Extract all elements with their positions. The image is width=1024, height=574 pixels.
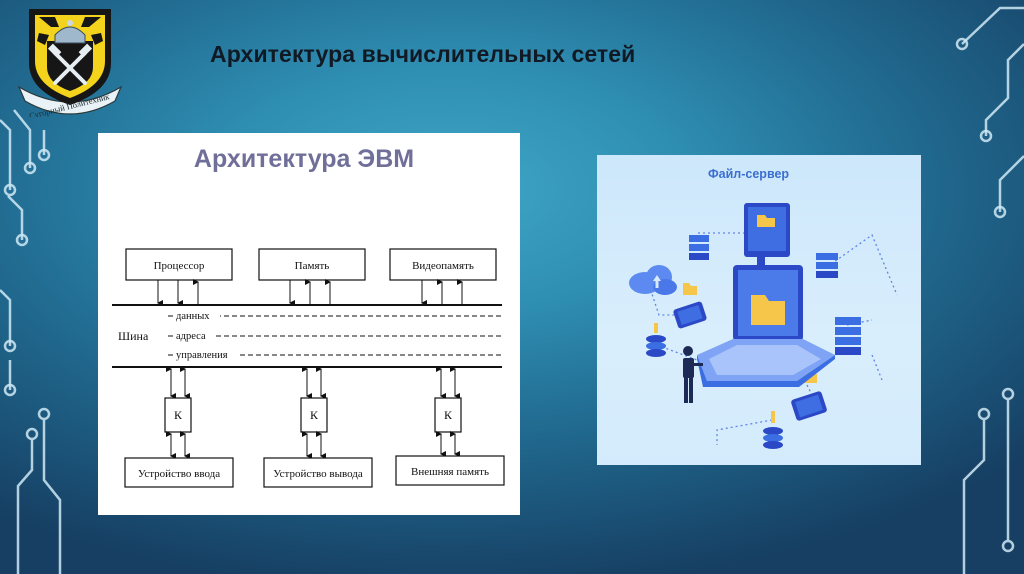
monitor-icon <box>744 203 790 270</box>
server-stack-icon <box>689 235 709 260</box>
memory-block <box>258 248 366 281</box>
database-icon <box>763 411 783 449</box>
tablet-icon <box>791 391 827 421</box>
input-controller-block <box>164 397 192 433</box>
input-device-block <box>124 457 234 488</box>
input-controller-label: К <box>174 408 183 422</box>
external-memory-controller-block <box>434 397 462 433</box>
input-device-label: Устройство ввода <box>138 468 220 480</box>
evm-architecture-panel: Архитектура ЭВМ Процессор Память Видеопа… <box>98 133 520 515</box>
bus-control-label: управления <box>176 350 228 361</box>
tablet-icon <box>673 301 707 329</box>
bus-address-label: адреса <box>176 331 206 342</box>
external-memory-block <box>395 455 505 486</box>
server-stack-icon <box>835 317 861 355</box>
laptop-icon <box>697 265 835 387</box>
bus-data-label: данных <box>176 311 210 322</box>
processor-block <box>125 248 233 281</box>
external-memory-label: Внешняя память <box>411 466 489 478</box>
file-server-illustration: Файл-сервер <box>629 167 898 449</box>
processor-label: Процессор <box>154 260 205 272</box>
database-icon <box>646 323 666 357</box>
external-memory-controller-label: К <box>444 408 453 422</box>
folder-icon <box>683 283 697 295</box>
coat-of-arms-logo: Сугорный Политехник <box>17 9 123 117</box>
output-controller-block <box>300 397 328 433</box>
output-device-block <box>263 457 373 488</box>
video-memory-label: Видеопамять <box>412 260 474 272</box>
evm-title: Архитектура ЭВМ <box>194 145 414 173</box>
server-stack-icon <box>816 253 838 278</box>
slide-title: Архитектура вычислительных сетей <box>210 41 636 67</box>
memory-label: Память <box>295 260 330 272</box>
output-device-label: Устройство вывода <box>273 468 363 480</box>
video-memory-block <box>389 248 497 281</box>
evm-architecture-diagram: Архитектура ЭВМ Процессор Память Видеопа… <box>112 145 505 488</box>
person-icon <box>683 346 703 403</box>
output-controller-label: К <box>310 408 319 422</box>
cloud-icon <box>629 265 677 295</box>
bus-label: Шина <box>118 329 149 343</box>
file-server-panel: Файл-сервер <box>597 155 921 465</box>
file-server-title: Файл-сервер <box>708 167 789 181</box>
